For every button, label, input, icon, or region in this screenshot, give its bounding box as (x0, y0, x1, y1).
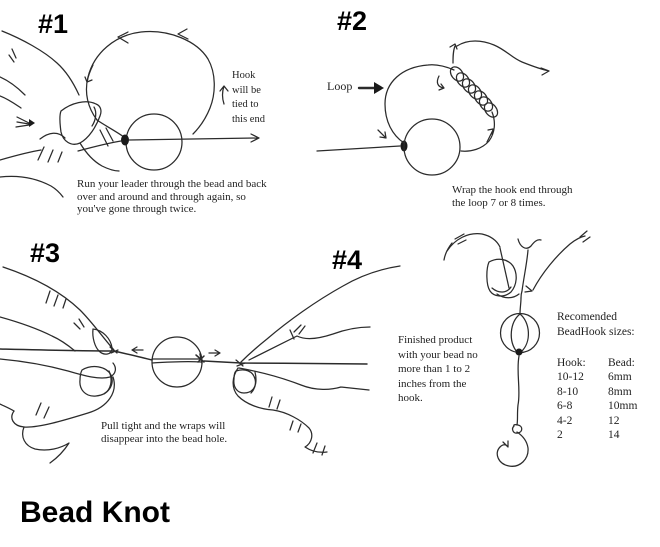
step3-label: #3 (30, 238, 61, 268)
step2-entry-arrow (377, 129, 387, 139)
step3-pull-arrows (131, 346, 221, 357)
step4-line-to-hook (516, 355, 520, 426)
step1-loop-line (85, 30, 215, 138)
step4-hook-eye (512, 423, 523, 434)
bead-size-cell: 6mm (608, 371, 632, 384)
step3-left-hand-sketch (0, 266, 119, 464)
step2-tag-end-line (456, 40, 550, 76)
step2-illustration (316, 40, 550, 176)
step1-knot-dot (121, 134, 129, 146)
step1-label: #1 (38, 9, 69, 39)
step3-right-hand-sketch (232, 265, 401, 456)
step3-line-through-bead (151, 358, 202, 364)
step1-caption: Run your leader through the bead and bac… (77, 178, 267, 216)
hook-size-cell: 10-12 (557, 371, 584, 384)
bead-size-cell: 12 (608, 414, 620, 427)
step4-label: #4 (332, 245, 363, 275)
step2-label: #2 (337, 6, 368, 36)
step1-hook-end-arrow (219, 85, 229, 105)
step1-illustration (0, 28, 260, 198)
step2-direction-arrows (436, 43, 494, 143)
recommended-sizes-heading: Recomended BeadHook sizes: (557, 311, 635, 338)
bead-size-cell: 10mm (608, 400, 638, 413)
step2-bead (403, 118, 461, 176)
step4-hand-sketch (443, 230, 591, 299)
bead-size-cell: 14 (608, 429, 620, 442)
step3-knot-scribble (195, 353, 205, 364)
step4-hook (496, 431, 529, 467)
step4-loop-inside-bead (510, 313, 529, 353)
step3-leader-line-right (203, 360, 368, 365)
step1-hook-end-note: Hook will be tied to this end (232, 70, 265, 125)
step2-wrap-coil (449, 66, 499, 118)
step1-leader-arrow (77, 133, 260, 152)
step3-caption: Pull tight and the wraps will disappear … (101, 420, 228, 445)
hook-size-cell: 2 (557, 429, 563, 442)
hook-size-cell: 8-10 (557, 385, 579, 398)
step4-illustration (443, 230, 591, 467)
hook-size-cell: 6-8 (557, 400, 573, 413)
hook-size-cell: 4-2 (557, 414, 573, 427)
step2-caption: Wrap the hook end through the loop 7 or … (452, 184, 573, 209)
step2-loop-line (384, 64, 496, 152)
step1-hand-sketch (0, 30, 120, 198)
step2-leader-line (316, 145, 401, 152)
hook-column-header: Hook: (557, 357, 586, 369)
step2-loop-label-arrow (357, 82, 384, 94)
bead-size-cell: 8mm (608, 385, 632, 398)
page-title: Bead Knot (20, 496, 170, 529)
step3-illustration (0, 265, 401, 464)
step2-loop-label: Loop (327, 79, 353, 93)
step4-caption: Finished product with your bead no more … (398, 334, 478, 405)
step4-knot-dot (515, 348, 523, 356)
step3-leader-line-left (0, 348, 153, 361)
step1-loop-direction-arrows (84, 28, 189, 83)
bead-hook-sizes-table: Hook: Bead: 10-12 6mm 8-10 8mm 6-8 10mm … (557, 356, 637, 442)
step1-bead (125, 113, 183, 171)
step4-line-to-bead (519, 297, 522, 315)
step4-bead (499, 312, 541, 354)
bead-column-header: Bead: (608, 357, 635, 369)
